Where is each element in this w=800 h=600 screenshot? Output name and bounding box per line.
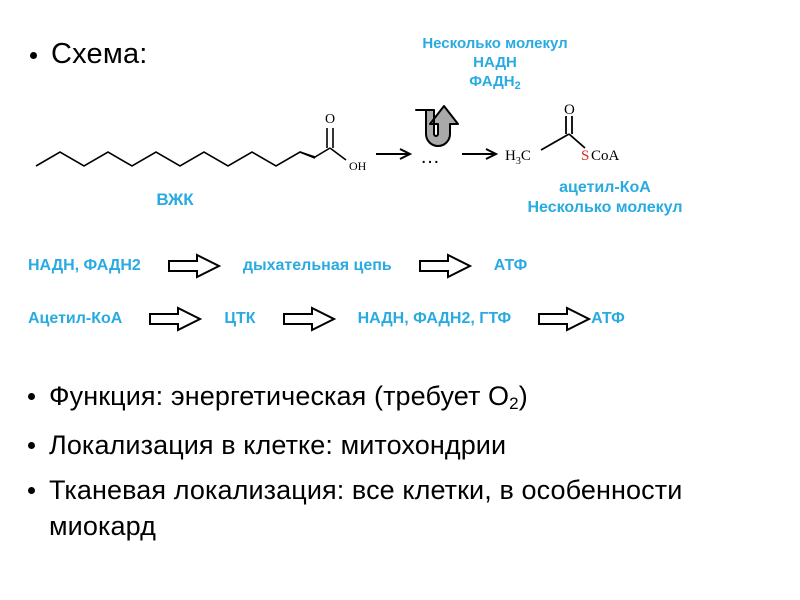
reaction-arrows-group xyxy=(372,100,512,180)
fatty-acid-label: ВЖК xyxy=(156,190,194,209)
acetyl-coa-caption: ацетил-КоА Несколько молекул xyxy=(455,178,755,218)
methyl-c: C xyxy=(520,148,531,164)
hydroxyl-label: OH xyxy=(349,159,367,173)
eq2-block-arrow-1 xyxy=(148,305,203,333)
bullet-function-label: Функция: энергетическая (требует О2) xyxy=(49,378,528,418)
eq1-term-1: НАДН, ФАДН2 xyxy=(28,257,141,274)
summary-bullet-list: Функция: энергетическая (требует О2) Лок… xyxy=(28,378,768,553)
eq1-term-3: АТФ xyxy=(493,257,528,274)
bullet-dot-icon xyxy=(30,52,37,59)
eq2-block-arrow-2 xyxy=(282,305,336,333)
equation-row-respiratory-chain: НАДН, ФАДН2 дыхательная цепь АТФ xyxy=(28,252,527,280)
bullet-function-tail: ) xyxy=(518,381,528,411)
methyl-h: H xyxy=(505,148,516,164)
acetyl-coa-caption-line1: ацетил-КоА xyxy=(559,179,651,196)
eq2-term-4: АТФ xyxy=(591,310,625,327)
cofactor-caption-line2: НАДН xyxy=(473,54,517,71)
hydroxyl-bond xyxy=(329,147,347,161)
equation-row-citric-acid-cycle: Ацетил-КоА ЦТК НАДН, ФАДН2, ГТФ АТФ xyxy=(28,305,625,333)
bullet-function-text: Функция: энергетическая (требует О xyxy=(49,381,510,411)
eq2-term-3: НАДН, ФАДН2, ГТФ xyxy=(357,310,512,327)
eq2-term-2: ЦТК xyxy=(224,310,256,327)
bullet-dot-icon xyxy=(28,487,35,494)
eq2-block-arrow-3 xyxy=(537,305,592,333)
bullet-dot-icon xyxy=(28,442,35,449)
cofactor-caption-line3-sub: 2 xyxy=(514,80,521,92)
cofactor-caption: Несколько молекул НАДН ФАДН2 xyxy=(370,34,620,93)
bullet-cell-localization-label: Локализация в клетке: митохондрии xyxy=(49,430,507,460)
eq1-block-arrow-2 xyxy=(418,252,472,280)
bullet-tissue-localization: Тканевая локализация: все клетки, в особ… xyxy=(28,472,768,544)
eq2-term-1: Ацетил-КоА xyxy=(28,310,123,327)
acetyl-sulfur-label: S xyxy=(581,148,590,164)
bullet-tissue-localization-label: Тканевая локализация: все клетки, в особ… xyxy=(49,475,683,541)
cofactor-caption-line3-base: ФАДН xyxy=(469,73,515,90)
scheme-heading: Схема: xyxy=(30,38,148,70)
acetyl-oxygen-label: O xyxy=(564,102,575,118)
acetyl-coenzyme-label: CoA xyxy=(591,148,620,164)
reaction-arrows-svg xyxy=(376,105,499,160)
methyl-bond xyxy=(540,133,570,151)
fatty-acid-svg: O OH xyxy=(35,112,367,173)
fatty-acid-structure: O OH xyxy=(18,106,378,186)
carbonyl-oxygen-label: O xyxy=(325,112,335,127)
thioester-bond xyxy=(568,133,586,149)
bullet-cell-localization: Локализация в клетке: митохондрии xyxy=(28,427,768,463)
cofactor-caption-line3: ФАДН2 xyxy=(370,72,620,93)
acetyl-coa-svg xyxy=(540,116,586,151)
carboxyl-bonds xyxy=(299,147,331,158)
cofactor-caption-line1: Несколько молекул xyxy=(422,35,568,52)
acetyl-methyl-label: H3C xyxy=(505,148,531,167)
eq1-block-arrow-1 xyxy=(167,252,222,280)
arrow-1-head xyxy=(399,148,413,160)
bullet-function-sub: 2 xyxy=(509,394,519,413)
reaction-ellipsis: … xyxy=(420,146,442,168)
acetyl-coa-caption-line2: Несколько молекул xyxy=(527,199,683,216)
bullet-function: Функция: энергетическая (требует О2) xyxy=(28,378,768,418)
eq1-term-2: дыхательная цепь xyxy=(242,257,392,274)
arrow-2-head xyxy=(485,148,499,160)
scheme-heading-label: Схема: xyxy=(51,38,148,70)
methyl-sub: 3 xyxy=(515,156,521,167)
cofactor-curved-arrow-icon xyxy=(415,105,459,147)
acetyl-coa-structure: O H3C S CoA xyxy=(505,102,665,176)
carbon-chain xyxy=(35,151,316,167)
bullet-dot-icon xyxy=(28,393,35,400)
